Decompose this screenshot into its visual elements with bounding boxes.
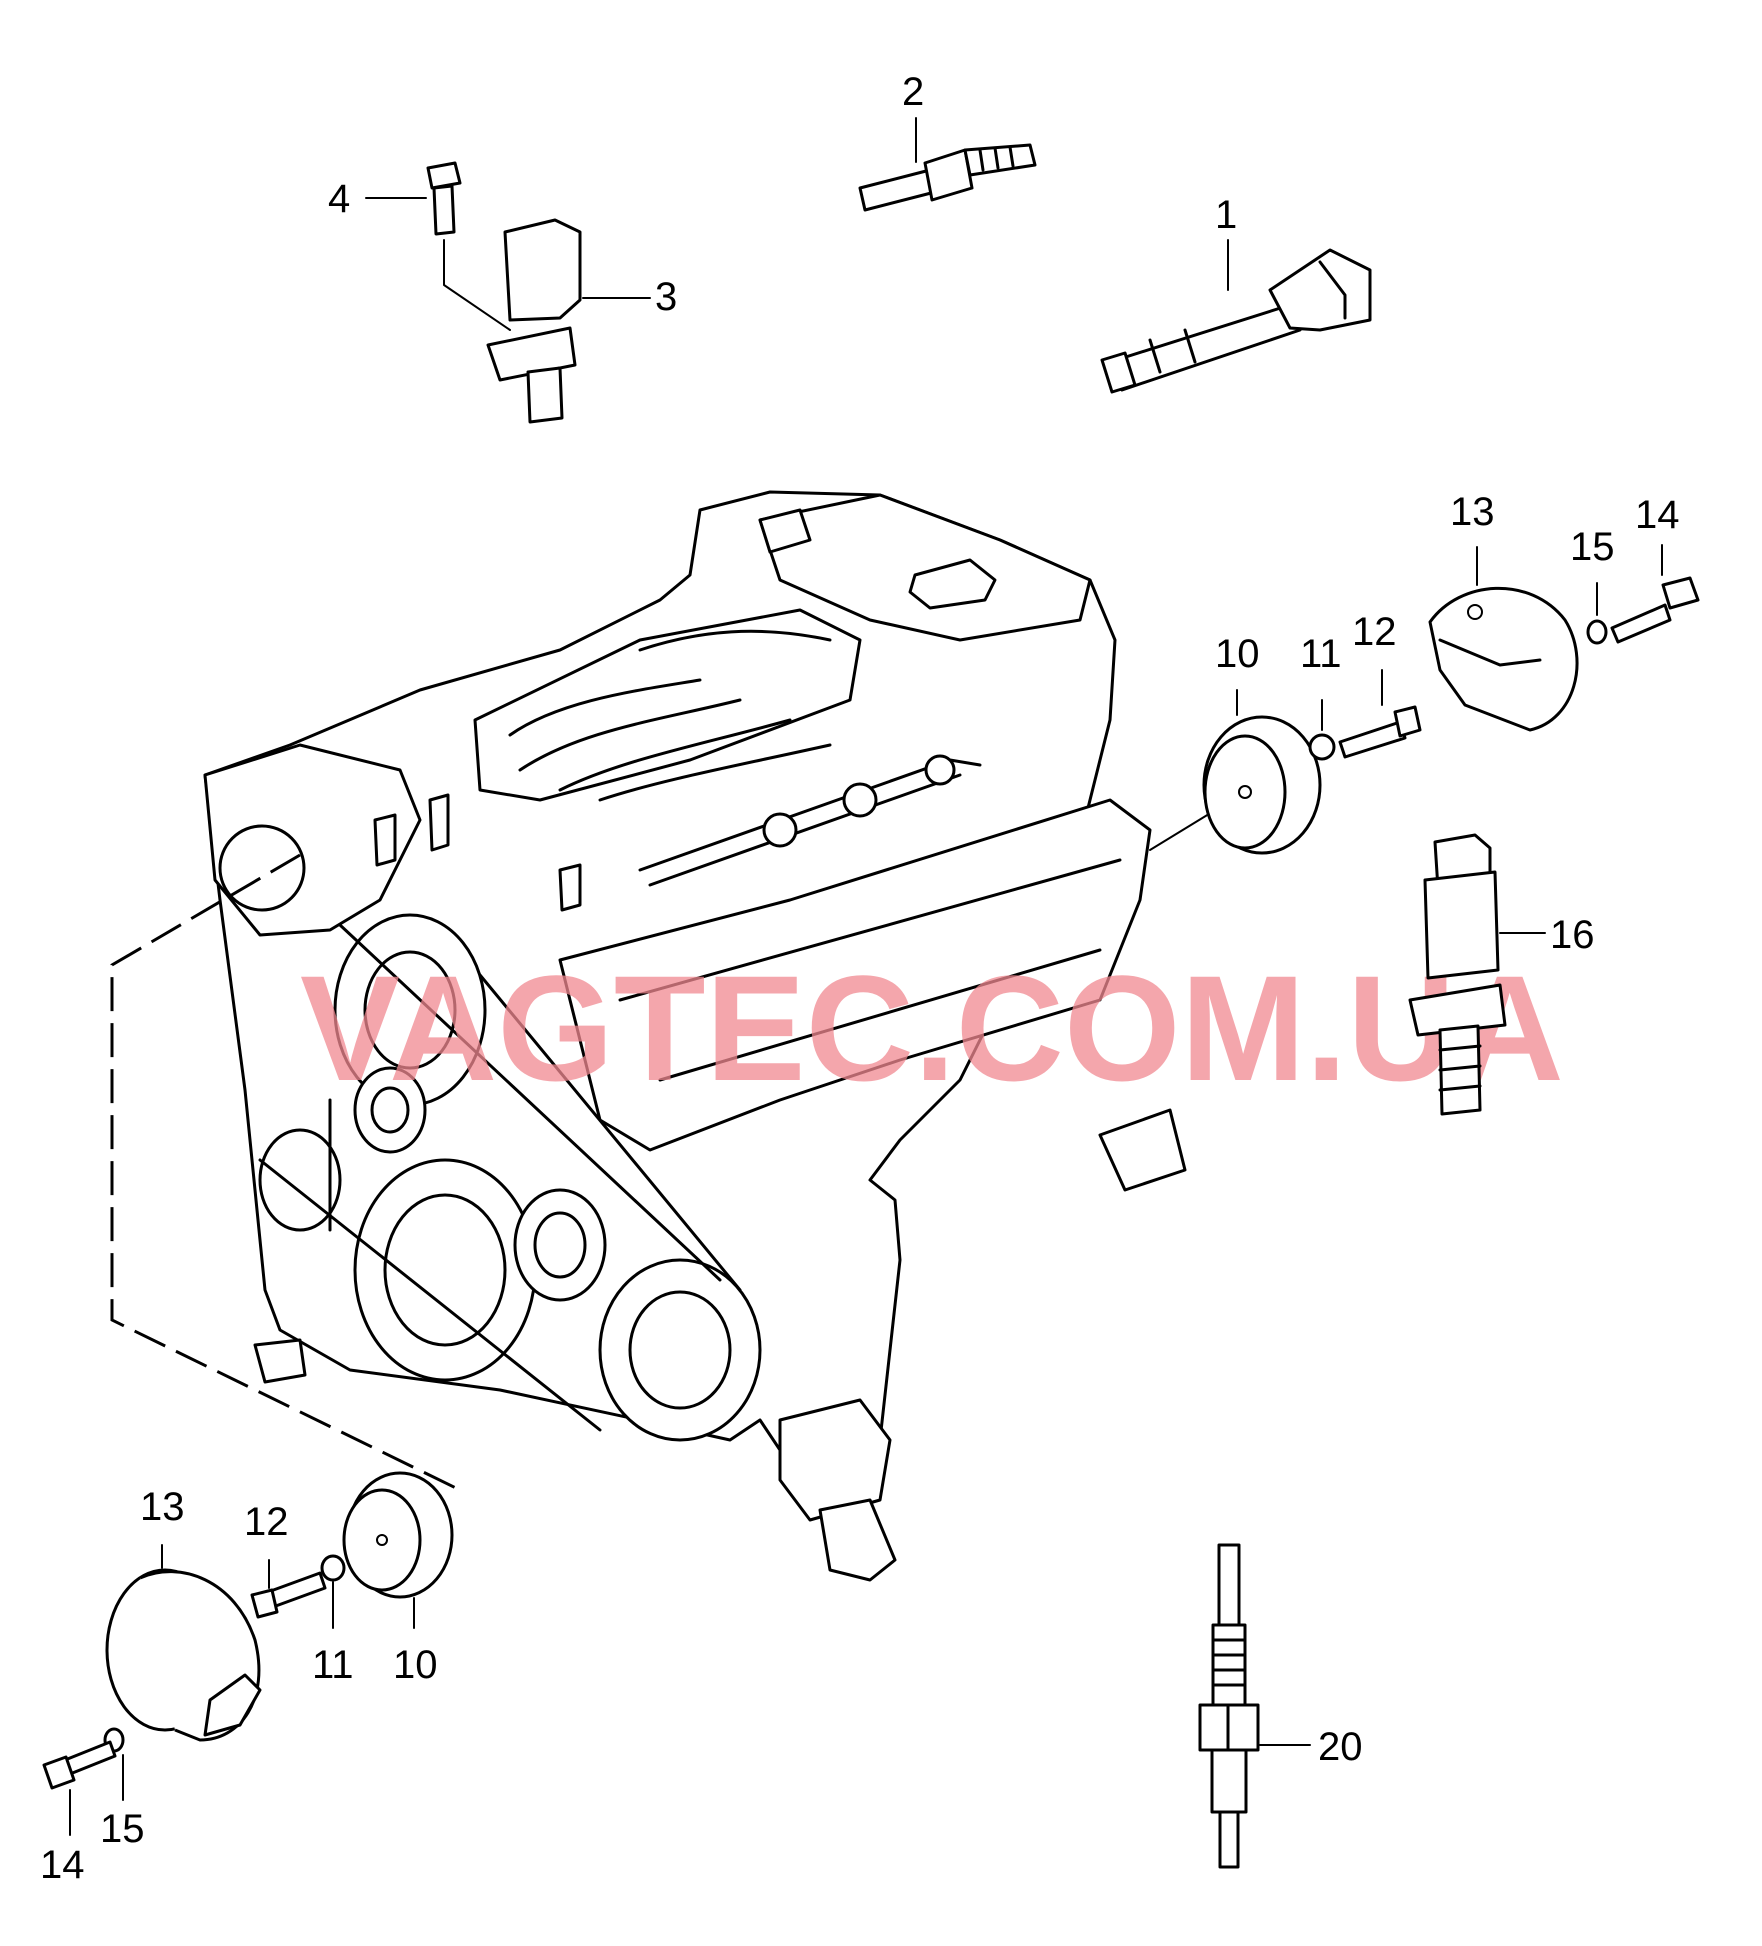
callout-10-right: 10 — [1215, 632, 1260, 676]
callout-11-left: 11 — [312, 1643, 354, 1687]
callout-13-right: 13 — [1450, 490, 1495, 534]
part-2-spark-plug — [858, 117, 1037, 212]
part-10-cap-right — [1202, 689, 1322, 855]
part-13-cap-left — [105, 1544, 262, 1742]
dashed-reference-line — [110, 853, 461, 1492]
part-13-cap-right — [1428, 546, 1579, 732]
callout-4: 4 — [328, 177, 350, 221]
callout-3: 3 — [655, 275, 677, 319]
callout-12-right: 12 — [1352, 610, 1397, 654]
callout-14-left: 14 — [40, 1843, 85, 1887]
callout-16: 16 — [1550, 913, 1595, 957]
callout-2: 2 — [902, 70, 924, 114]
part-11-washer-right — [1308, 699, 1336, 761]
part-14-bolt-right — [1610, 544, 1700, 644]
callout-15-right: 15 — [1570, 525, 1615, 569]
part-3-sensor — [486, 218, 651, 424]
part-4-bolt — [365, 161, 511, 331]
part-12-bolt-right — [1338, 669, 1422, 759]
callout-20: 20 — [1318, 1725, 1363, 1769]
part-20-glow-plug — [1198, 1543, 1311, 1869]
callout-12-left: 12 — [244, 1500, 289, 1544]
callout-13-left: 13 — [140, 1485, 185, 1529]
part-16-valve — [1408, 833, 1546, 1116]
part-15-washer-right — [1586, 582, 1608, 645]
part-11-washer-left — [320, 1554, 346, 1629]
part-12-bolt-left — [250, 1559, 327, 1619]
part-14-bolt-left — [42, 1740, 117, 1836]
part-15-washer-left — [103, 1727, 125, 1801]
callout-11-right: 11 — [1300, 632, 1342, 676]
part-10-cap-left — [342, 1471, 454, 1629]
engine-block-illustration — [203, 490, 1187, 1582]
callout-10-left: 10 — [393, 1643, 438, 1687]
watermark: VAGTEC.COM.UA — [300, 944, 1564, 1112]
part-1-ignition-coil — [1100, 239, 1372, 394]
callout-1: 1 — [1215, 193, 1237, 237]
callout-15-left: 15 — [100, 1807, 145, 1851]
callout-14-right: 14 — [1635, 493, 1680, 537]
